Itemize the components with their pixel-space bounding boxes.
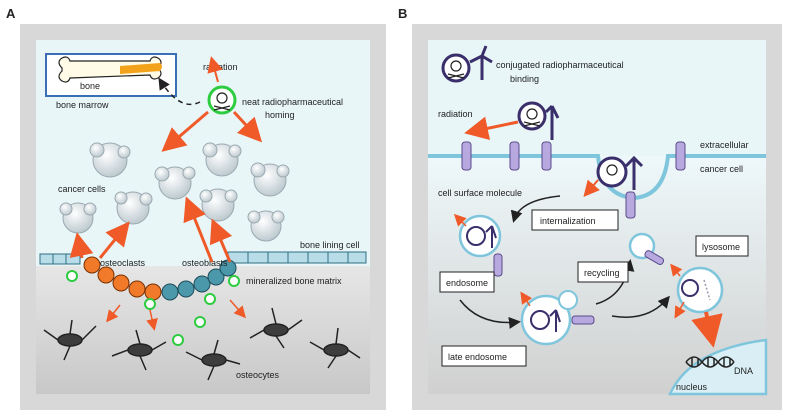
radiopharmaceutical-skull-icon (207, 85, 237, 115)
homing-arrow-left (161, 110, 209, 152)
radiation-arrow (69, 232, 94, 259)
cancer-cell (114, 191, 153, 225)
radiation-arrow (464, 116, 519, 141)
panel-a-letter: A (6, 6, 16, 21)
binding-label-2: binding (510, 74, 539, 84)
radiation-label-b: radiation (438, 109, 473, 119)
bone-marrow-label: bone marrow (56, 100, 109, 110)
radiation-arrow (583, 179, 600, 198)
osteocyte (185, 339, 241, 381)
osteoclasts-label: osteoclasts (100, 258, 146, 268)
lysosome-box (695, 235, 749, 257)
cell-surface-molecule-label: cell surface molecule (438, 188, 522, 198)
endosome (458, 214, 503, 277)
osteoblasts-label: osteoblasts (182, 258, 228, 268)
marker-ring-icon (228, 275, 240, 287)
homing-label-2: homing (265, 110, 295, 120)
late-endosome-label: late endosome (448, 352, 507, 362)
cancer-cell (202, 142, 242, 177)
internalization-box (531, 209, 619, 231)
internalization-label: internalization (540, 216, 596, 226)
radiation-arrow (207, 56, 223, 83)
lysosome (676, 266, 724, 314)
lysosome-label: lysosome (702, 242, 740, 252)
dna-helix-icon (685, 356, 735, 368)
homing-arrow-right (232, 110, 263, 143)
marker-ring-icon (144, 298, 156, 310)
cancer-cell-label: cancer cell (700, 164, 743, 174)
osteoblasts (161, 259, 237, 301)
dna-label: DNA (734, 366, 753, 376)
marker-ring-icon (66, 270, 78, 282)
osteocytes-label: osteocytes (236, 370, 280, 380)
recycling-label: recycling (584, 268, 620, 278)
internalization-arrow (510, 195, 561, 223)
recycling-box (577, 261, 629, 283)
cancer-cell (199, 188, 238, 222)
late-endosome (520, 290, 595, 346)
late-to-lysosome-arrow (611, 295, 670, 318)
internalizing-vesicle (596, 155, 644, 219)
radiation-arrow (229, 299, 246, 319)
bone-icon (58, 56, 162, 83)
radiation-arrow (520, 291, 532, 307)
endosome-box (439, 271, 495, 293)
osteocyte (309, 327, 361, 369)
bone-label: bone (80, 81, 100, 91)
cancer-cell (59, 202, 97, 234)
homing-label-1: neat radiopharmaceutical (242, 97, 343, 107)
radiation-arrow (209, 218, 233, 263)
radiation-arrow (670, 263, 683, 277)
cancer-cell (247, 210, 285, 242)
nucleus (668, 338, 768, 396)
marker-ring-icon (194, 316, 206, 328)
recycling-vesicle (628, 232, 665, 266)
recycling-arrow (595, 259, 635, 305)
panel-b-letter: B (398, 6, 407, 21)
extracellular-label: extracellular (700, 140, 749, 150)
late-endosome-box (441, 345, 527, 367)
bound-conjugate-icon (517, 101, 560, 140)
binding-label-1: conjugated radiopharmaceutical (496, 60, 624, 70)
radiation-arrow (453, 213, 467, 227)
osteocytes (43, 307, 361, 381)
osteocyte (111, 329, 167, 371)
marker-ring-icon (204, 293, 216, 305)
cancer-cell (89, 142, 131, 178)
conjugate-skull-icon (441, 53, 471, 83)
osteocyte (249, 307, 303, 349)
radiation-arrow (106, 304, 121, 323)
osteoclasts (83, 256, 162, 301)
cancer-cells-cluster (59, 142, 290, 242)
radiation-arrow (183, 196, 214, 263)
cell-surface-molecules (461, 141, 686, 171)
cancer-cells-label: cancer cells (58, 184, 106, 194)
panel-a: A bone bone marrow radiation neat radiop… (6, 6, 386, 410)
endosome-to-late-arrow (459, 299, 521, 329)
panel-b: B conjugated radiopharmaceutical binding… (398, 6, 782, 410)
bone-marrow-arrow (158, 77, 201, 106)
bone-lining-cell-label: bone lining cell (300, 240, 360, 250)
radiation-label: radiation (203, 62, 238, 72)
cancer-cell (154, 166, 196, 200)
radiation-arrow (674, 301, 686, 319)
osteocyte (43, 319, 97, 361)
radiation-arrow (98, 221, 130, 259)
radiation-arrow (146, 309, 158, 331)
mineralized-bone-matrix-label: mineralized bone matrix (246, 276, 342, 286)
endosome-label: endosome (446, 278, 488, 288)
antibody-icon (469, 45, 493, 80)
marker-ring-icon (172, 334, 184, 346)
nucleus-label: nucleus (676, 382, 708, 392)
dna-damage-arrow (691, 311, 723, 348)
cancer-cell (250, 162, 290, 197)
